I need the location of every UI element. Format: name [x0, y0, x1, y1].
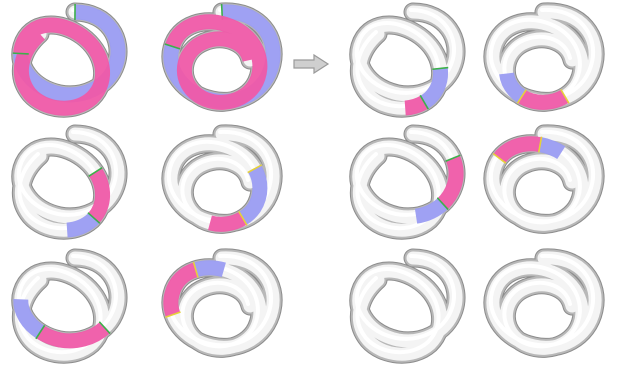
tube-highlight — [488, 253, 596, 349]
knot-trefoil-result-3 — [338, 248, 488, 368]
seam-line — [98, 321, 111, 335]
segment-pink-segment — [13, 4, 126, 116]
trefoil-knot-figure — [11, 124, 128, 240]
knot-trefoil-colored — [0, 2, 150, 122]
knot-figure-eight-result-2 — [472, 124, 617, 244]
seam-line — [192, 261, 199, 278]
seam-line — [165, 311, 181, 319]
knot-figure-eight-colored — [150, 2, 300, 122]
segment-pink-segment — [163, 4, 281, 110]
seam-line — [419, 94, 429, 110]
knot-trefoil-partial-2 — [0, 248, 150, 368]
tube-highlight — [16, 254, 118, 355]
knot-trefoil-partial-1 — [0, 124, 150, 244]
knot-trefoil-result-2 — [338, 124, 488, 244]
trefoil-knot-figure — [349, 124, 466, 240]
trefoil-knot-figure — [11, 2, 128, 118]
segment-blue-segment — [13, 4, 126, 116]
tube-highlight — [488, 7, 596, 103]
segment-pink-segment — [351, 126, 464, 238]
seam-line — [12, 52, 29, 55]
knot-figure-eight-partial-1 — [150, 124, 300, 244]
seam-line — [560, 89, 570, 104]
arrow-shape — [293, 53, 330, 75]
seam-line — [516, 89, 527, 104]
seam-line — [537, 136, 543, 153]
knot-figure-eight-partial-2 — [150, 248, 300, 368]
trefoil-knot-figure — [349, 2, 466, 118]
seam-line — [87, 212, 101, 224]
tube-highlight — [16, 130, 118, 231]
seam-line — [445, 154, 461, 163]
right-arrow-icon — [292, 53, 330, 75]
seam-line — [88, 167, 103, 177]
tube-highlight — [354, 254, 456, 355]
trefoil-knot-figure — [349, 248, 466, 364]
knot-figure-eight-result-1 — [472, 2, 617, 122]
figure-eight-knot-figure — [161, 248, 283, 358]
seam-line — [247, 164, 263, 174]
figure-eight-knot-figure — [161, 124, 283, 234]
tube-highlight — [354, 8, 456, 109]
segment-blue-segment — [485, 126, 603, 232]
knot-figure-eight-result-3 — [472, 248, 617, 368]
knot-trefoil-result-1 — [338, 2, 488, 122]
figure-eight-knot-figure — [483, 248, 605, 358]
seam-line — [164, 43, 181, 50]
seam-line — [492, 152, 507, 164]
seam-line — [238, 211, 248, 226]
figure-eight-knot-figure — [483, 124, 605, 234]
seam-line — [35, 324, 46, 340]
seam-line — [432, 66, 449, 71]
seam-line — [436, 197, 449, 211]
figure-eight-knot-figure — [161, 2, 283, 112]
figure-eight-knot-figure — [483, 2, 605, 112]
trefoil-knot-figure — [11, 248, 128, 364]
